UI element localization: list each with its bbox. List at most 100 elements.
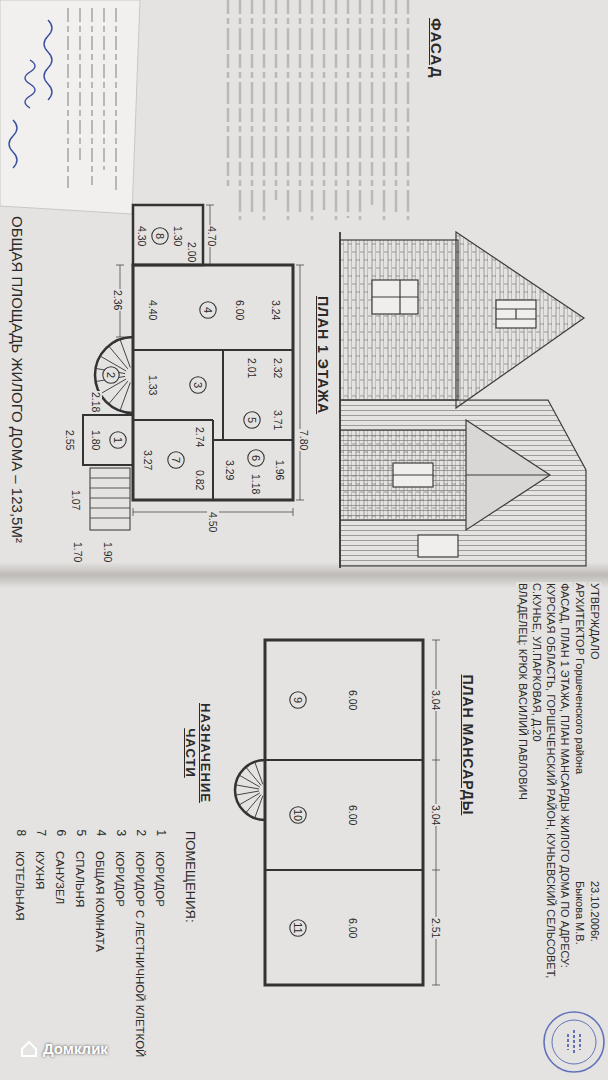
ground-floor-plan [133, 265, 293, 500]
ground-floor-plan [90, 478, 130, 518]
room-number: 3 [192, 382, 204, 388]
dimension-label: 3.29 [224, 459, 236, 481]
approval-stamp [544, 1012, 604, 1072]
view-heading: ПЛАН МАНСАРДЫ [460, 674, 476, 817]
attic-floor-plan [235, 760, 265, 820]
ground-floor-plan [83, 415, 133, 465]
room-list-name: КОРИДОР [113, 850, 126, 908]
overlapping-form [0, 0, 140, 214]
approval-note: УТВЕРЖДАЛО [589, 582, 602, 661]
circle-outline [168, 452, 184, 468]
dimension-label: 2.36 [112, 289, 124, 311]
dimension-label: 2.00 [186, 241, 198, 263]
dimension-label: 3.71 [272, 409, 284, 431]
ground-floor-plan [83, 205, 304, 530]
room-number-circle: 5 [243, 411, 261, 429]
dimension-label: 3.04 [430, 689, 442, 711]
facade-drawing [339, 232, 341, 568]
facade-drawing [496, 309, 536, 319]
dimension-label: 1.30 [172, 225, 184, 247]
room-list-name: КОРИДОР [153, 850, 166, 908]
facade-drawing [466, 474, 550, 475]
overlapping-form [0, 0, 140, 214]
dimension-label: 1.18 [250, 473, 262, 495]
room-list-name: САНУЗЕЛ [53, 850, 66, 905]
circle-outline [244, 412, 260, 428]
room-number: 11 [292, 922, 304, 933]
dimension-label: 2.32 [272, 357, 284, 379]
dimension-label: 6.00 [347, 804, 359, 826]
dimension-label: 4.30 [136, 225, 148, 247]
room-list-number: 6 [53, 829, 67, 838]
dimension-label: 2.18 [90, 391, 102, 413]
circle-outline [290, 920, 306, 936]
circle-outline [110, 432, 126, 448]
dimension-label: 1.96 [274, 459, 286, 481]
room-list-name: СПАЛЬНЯ [73, 850, 86, 908]
circle-outline [190, 377, 206, 393]
dimension-label: 3.04 [430, 804, 442, 826]
approval-note: АРХИТЕКТОР Горшеченского района [574, 582, 587, 775]
room-list-number: 4 [93, 829, 107, 838]
watermark-box: Домклик [20, 1040, 109, 1058]
approval-stamp [568, 1030, 580, 1054]
ground-floor-plan [116, 205, 304, 516]
dimension-label: 1.80 [90, 429, 102, 451]
room-number-circle: 3 [189, 376, 207, 394]
attic-floor-plan [265, 760, 423, 870]
dimension-label: 2.74 [194, 426, 206, 448]
room-number: 1 [112, 437, 124, 443]
dimension-label: 0.82 [194, 469, 206, 491]
room-list-number: 3 [113, 829, 127, 838]
watermark-icon [22, 1042, 36, 1056]
facade-drawing [393, 463, 433, 487]
room-list-name: ОБЩАЯ КОМНАТА [93, 850, 106, 953]
room-number: 7 [170, 457, 182, 463]
list-heading: ПОМЕЩЕНИЯ: [183, 830, 198, 924]
dimension-label: 1.07 [70, 489, 82, 511]
circle-outline [248, 450, 264, 466]
room-number: 2 [105, 372, 117, 378]
ground-floor-plan [90, 468, 130, 530]
room-list-name: КУХНЯ [33, 850, 46, 890]
overlapping-form [68, 8, 116, 190]
room-list-name: КОТЕЛЬНАЯ [13, 850, 26, 922]
underlying-page-print [228, 0, 408, 220]
facade-drawing [340, 232, 586, 568]
room-number-circle: 8 [151, 227, 169, 245]
room-list-name: КОРИДОР С ЛЕСТНИЧНОЙ КЛЕТКОЙ [133, 850, 146, 1058]
room-number-circle: 2 [102, 366, 120, 384]
dimension-label: 1.90 [102, 541, 114, 563]
ground-floor-plan [133, 205, 203, 265]
dimension-label: 6.00 [347, 917, 359, 939]
room-list-number: 8 [13, 829, 27, 838]
dimension-label: 2.51 [430, 917, 442, 939]
dimension-label: 3.27 [142, 449, 154, 471]
attic-floor-plan [235, 762, 263, 818]
room-number-circle: 11 [289, 919, 307, 937]
dimension-label: 4.50 [207, 511, 219, 533]
dimension-label: 4.40 [147, 299, 159, 321]
room-number-circle: 7 [167, 451, 185, 469]
facade-drawing [496, 300, 536, 328]
dimension-label: 2.55 [64, 429, 76, 451]
room-list-number: 7 [33, 829, 47, 838]
facade-drawing [372, 280, 418, 314]
dimension-label: 3.24 [270, 299, 282, 321]
room-number: 4 [202, 307, 214, 313]
facade-drawing [372, 280, 418, 314]
room-list-number: 1 [153, 829, 167, 838]
room-number: 10 [292, 809, 304, 821]
watermark-icon [20, 1040, 38, 1058]
circle-outline [290, 807, 306, 823]
dimension-label: 4.70 [206, 225, 218, 247]
facade-drawing [340, 400, 586, 566]
approval-date: 23.10.2006г. [589, 880, 602, 943]
dimension-label: 7.80 [298, 429, 310, 451]
room-number-circle: 9 [289, 691, 307, 709]
underlying-page-print [228, 0, 408, 220]
facade-drawing [340, 240, 458, 400]
